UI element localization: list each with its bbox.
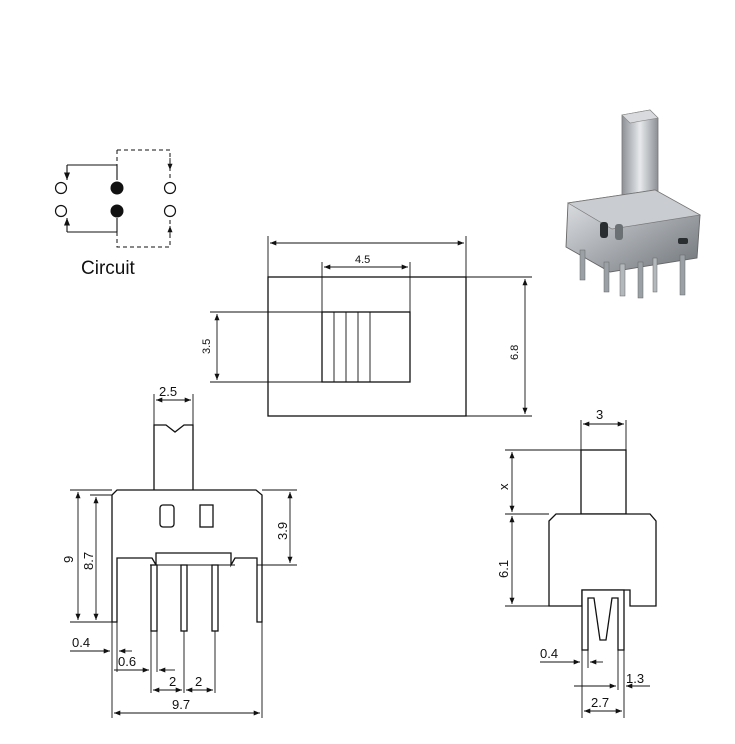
dim-slot-width: 4.5 [355,254,370,266]
top-view: 4.5 3.5 6.8 [201,236,532,417]
dim-side-body-height: 6.1 [496,560,511,578]
dim-body-height: 6.8 [509,345,521,360]
dim-pitch-2: 2 [195,674,202,689]
dim-side-pin-thickness: 0.4 [540,646,558,661]
terminal-open-3 [163,181,177,195]
terminal-common-1 [110,181,124,195]
terminal-common-2 [110,204,124,218]
switch-photo [565,109,702,299]
dim-side-actuator-width: 3 [596,407,603,422]
dim-housing-height: 3.9 [275,522,290,540]
dim-total-height: 9 [61,556,76,563]
dim-overall-width: 9.7 [172,697,190,712]
circuit-label: Circuit [81,258,136,279]
dim-side-pin-span: 2.7 [591,695,609,710]
dim-side-actuator-height: x [496,483,511,490]
terminal-open-4 [163,204,177,218]
front-view: 2.5 9 8.7 3.9 0.4 0.6 2 2 [61,384,297,718]
side-view: 3 x 6.1 0.4 1.3 2.7 [496,407,657,718]
circuit-schematic: Circuit [54,149,177,279]
dim-pin-offset: 0.6 [118,654,136,669]
dim-side-pin-gap: 1.3 [626,671,644,686]
terminal-open-2 [54,204,68,218]
dim-pitch-1: 2 [169,674,176,689]
terminal-open-1 [54,181,68,195]
dim-actuator-height: 3.5 [201,339,213,354]
dim-body-pins: 8.7 [81,552,96,570]
dim-actuator-width: 2.5 [159,384,177,399]
dim-pin-thickness: 0.4 [72,635,90,650]
